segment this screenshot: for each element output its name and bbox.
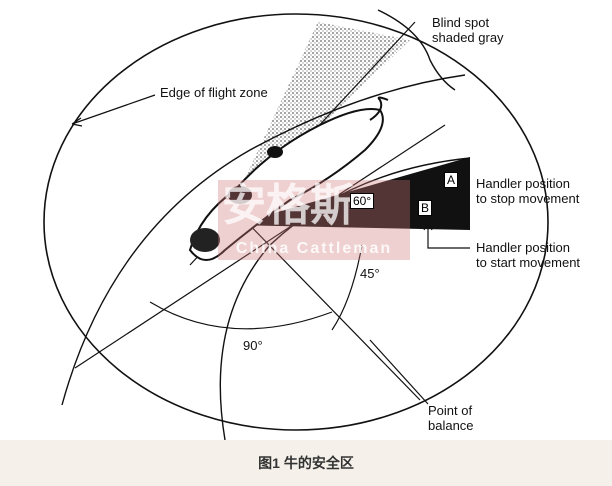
balance-pointer bbox=[369, 339, 429, 405]
label-line: Point of bbox=[428, 403, 473, 418]
cow-spot bbox=[267, 146, 283, 158]
cow-head bbox=[190, 228, 220, 252]
label-line: shaded gray bbox=[432, 30, 504, 45]
watermark-cn: 安格斯 bbox=[222, 181, 354, 230]
cow-body bbox=[188, 108, 384, 261]
edge-arrow bbox=[71, 94, 156, 127]
label-line: Handler position bbox=[476, 240, 570, 255]
edge-label: Edge of flight zone bbox=[160, 85, 268, 100]
blind-spot-label: Blind spot shaded gray bbox=[432, 15, 504, 45]
figure-caption: 图1 牛的安全区 bbox=[0, 440, 612, 486]
label-line: to stop movement bbox=[476, 191, 580, 206]
angle-45-arc bbox=[331, 244, 363, 331]
balance-line bbox=[234, 209, 421, 401]
label-line: balance bbox=[428, 418, 474, 433]
blind-spot-bracket bbox=[377, 9, 456, 91]
stop-label: Handler position to stop movement bbox=[476, 176, 579, 206]
label-line: Handler position bbox=[476, 176, 570, 191]
cow-spot bbox=[228, 186, 252, 204]
sight-line bbox=[74, 124, 446, 369]
angle-45-label: 45° bbox=[360, 266, 380, 281]
watermark: 安格斯 China Cattleman bbox=[218, 180, 410, 260]
position-a-label: A bbox=[444, 172, 459, 188]
inner-arc bbox=[61, 74, 466, 406]
outer-arc bbox=[219, 157, 471, 440]
start-arrow bbox=[423, 221, 470, 249]
label-line: to start movement bbox=[476, 255, 581, 270]
label-line: Blind spot bbox=[432, 15, 490, 30]
angle-90-arc bbox=[149, 301, 333, 330]
angle-90-label: 90° bbox=[243, 338, 263, 353]
watermark-en: China Cattleman bbox=[235, 240, 393, 257]
angle-60-label: 60° bbox=[350, 193, 375, 209]
flight-zone-circle bbox=[43, 13, 549, 431]
cow-tail bbox=[369, 96, 389, 121]
position-b-label: B bbox=[418, 200, 433, 216]
balance-label: Point of balance bbox=[428, 403, 474, 433]
start-label: Handler position to start movement bbox=[476, 240, 580, 270]
